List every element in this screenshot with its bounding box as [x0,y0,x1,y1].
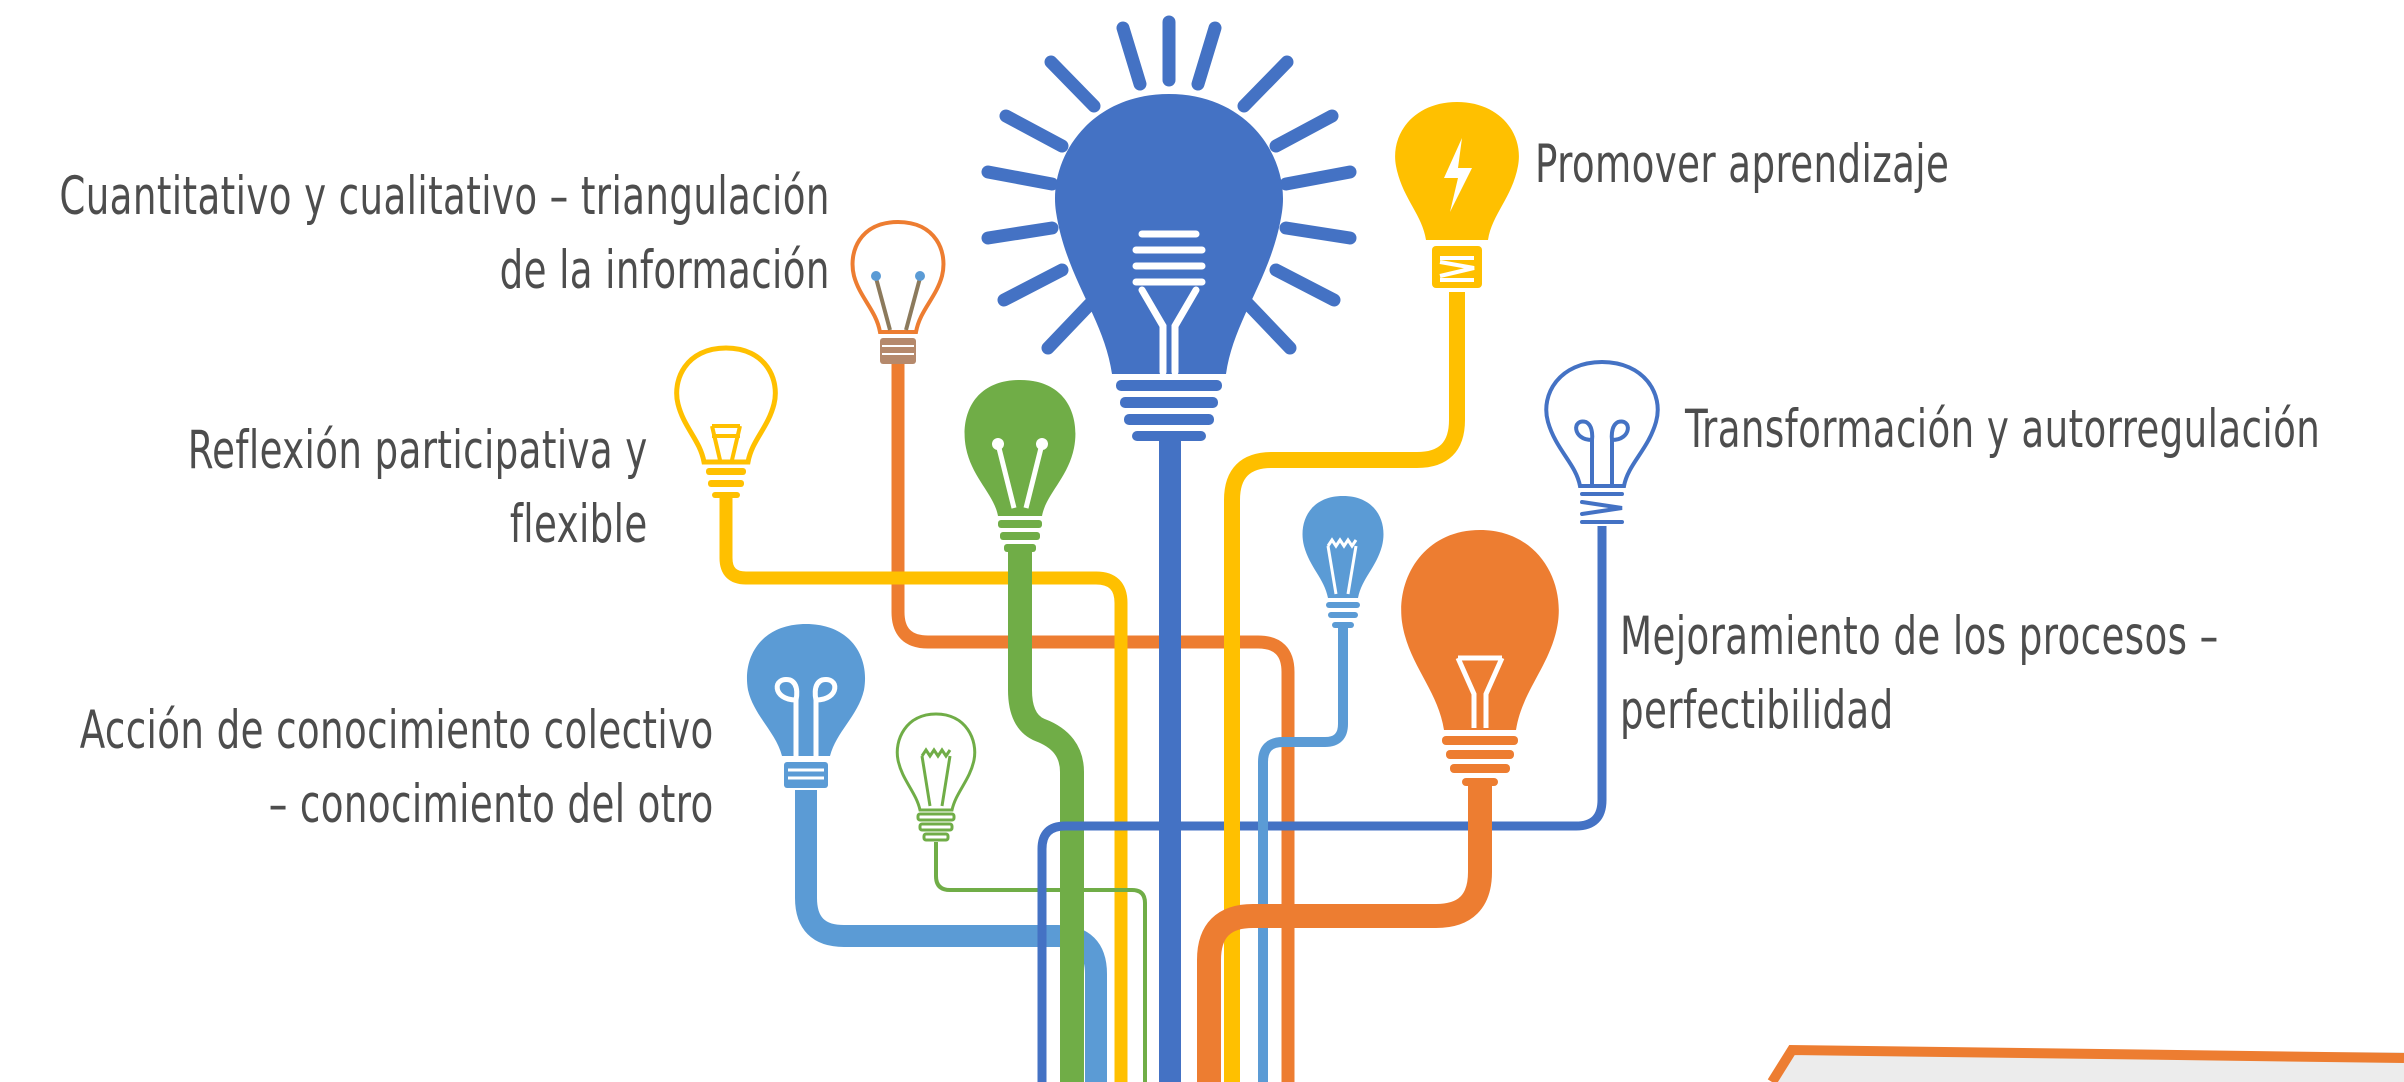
corner-banner [1767,1044,2404,1082]
green-bulb-icon [964,380,1076,552]
lightblue-bulb-icon [746,624,866,788]
lightning-icon [1444,138,1472,212]
label-accion: Acción de conocimiento colectivo – conoc… [80,700,714,835]
label-mejoramiento: Mejoramiento de los procesos – perfectib… [1620,606,2219,741]
orange-bulb-icon [850,219,946,364]
wire-green-thick [1008,550,1084,1082]
wire-lightblue-left [795,790,1107,1082]
wire-orange-left [891,362,1295,1082]
label-cuantitativo: Cuantitativo y cualitativo – triangulaci… [59,166,830,301]
green-outline-bulb-icon [895,712,977,842]
label-promover: Promover aprendizaje [1535,134,1950,195]
wire-blue-right [1037,526,1607,1082]
blue-outline-bulb-icon [1544,359,1660,524]
yellow-bulb-icon [674,345,778,498]
orange-big-bulb-icon [1401,530,1559,786]
wire-yellow-left [719,495,1128,1082]
small-lightblue-bulb-icon [1302,496,1384,628]
label-reflexion: Reflexión participativa y flexible [188,420,648,555]
label-transformacion: Transformación y autorregulación [1685,399,2321,460]
wire-lightblue-right [1258,626,1348,1082]
wire-yellow-right [1224,292,1465,1082]
wire-orange-right [1197,780,1492,1082]
lightning-bulb-icon [1395,102,1519,288]
main-bulb-icon [981,15,1357,441]
